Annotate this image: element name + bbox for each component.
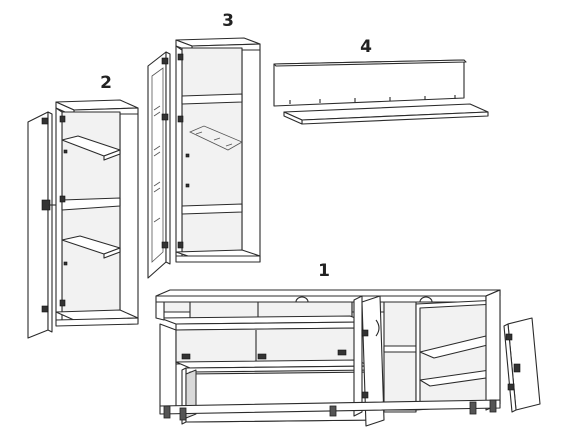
unit-3-glass-cabinet [147,37,261,279]
unit-4-wall-shelf [273,59,489,125]
unit-1-tv-stand [155,289,541,427]
label-unit-1: 1 [318,261,330,281]
label-unit-3: 3 [222,11,234,31]
label-unit-2: 2 [100,73,112,93]
label-unit-4: 4 [360,37,372,57]
unit-2-tall-cabinet [27,99,139,339]
